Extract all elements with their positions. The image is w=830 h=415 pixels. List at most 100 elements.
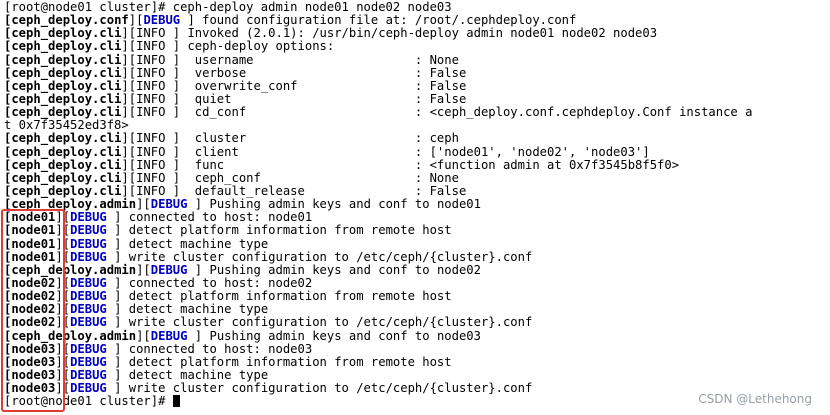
terminal-text-segment: ][ [55,367,71,382]
terminal-text-segment: ][ [121,39,137,54]
terminal-line: [node02][DEBUG ] detect machine type [4,303,830,316]
terminal-text-segment: [ [4,183,12,198]
terminal-text-segment: ] write cluster configuration to /etc/ce… [106,381,533,396]
terminal-line: [ceph_deploy.cli][INFO ] ceph-deploy opt… [4,40,830,53]
terminal-text-segment: ][ [121,52,137,67]
terminal-text-segment: ][ [121,157,137,172]
terminal-text-segment: DEBUG [70,275,107,290]
terminal-text-segment: ] Invoked (2.0.1): /usr/bin/ceph-deploy … [172,26,658,41]
terminal-text-segment: ][ [55,302,71,317]
terminal-text-segment: DEBUG [70,381,107,396]
terminal-text-segment: ] Pushing admin keys and conf to node02 [187,262,481,277]
terminal-text-segment: [ [4,157,12,172]
terminal-text-segment: [ [4,170,12,185]
terminal-text-segment: ceph_deploy.cli [11,39,122,54]
terminal-text-segment: ceph_deploy.cli [11,65,122,80]
terminal-line: [node01][DEBUG ] detect machine type [4,236,830,251]
terminal-text-segment: ] func : <function admin at 0x7f3545b8f5… [172,157,680,172]
terminal-text-segment: ] detect machine type [106,236,269,251]
terminal-text-segment: ceph_deploy.cli [11,157,122,172]
terminal-text-segment: ][ [55,289,71,304]
terminal-text-segment: ][ [121,105,137,120]
terminal-text-segment: ][ [55,354,71,369]
terminal-text-segment: ][ [55,381,71,396]
terminal-text-segment: node03 [11,381,56,396]
terminal-text-segment: [ [4,144,12,159]
terminal-text-segment: ceph_deploy.conf [11,13,129,28]
terminal-text-segment: [ [4,223,12,238]
terminal-text-segment: ] Pushing admin keys and conf to node01 [187,197,481,212]
terminal-line: [ceph_deploy.cli][INFO ] cluster : ceph [4,132,830,145]
terminal-text-segment: ][ [121,131,137,146]
terminal-text-segment: ceph_deploy.cli [11,91,122,106]
terminal-text-segment: ] detect platform information from remot… [106,289,452,304]
terminal-text-segment: DEBUG [70,249,107,264]
terminal-text-segment: ][ [136,197,151,212]
terminal-line: [node01][DEBUG ] write cluster configura… [4,249,830,264]
terminal-text-segment: ] connected to host: node01 [106,210,313,225]
terminal-text-segment: INFO [136,170,173,185]
terminal-line: [ceph_deploy.cli][INFO ] quiet : False [4,91,830,106]
terminal-text-segment: DEBUG [70,367,107,382]
terminal-text-segment: ] connected to host: node03 [106,341,313,356]
terminal-text-segment: ceph_deploy.cli [11,26,122,41]
watermark: CSDN @Lethehong [698,392,812,406]
terminal-text-segment: ][ [55,341,71,356]
terminal-text-segment: INFO [136,91,173,106]
terminal-line: [ceph_deploy.admin][DEBUG ] Pushing admi… [4,262,830,277]
terminal-text-segment: DEBUG [70,289,107,304]
terminal-text-segment: ] quiet : False [172,91,467,106]
terminal-text-segment: DEBUG [70,302,107,317]
terminal-text-segment: ] cd_conf : <ceph_deploy.conf.cephdeploy… [172,105,753,120]
terminal-line: [ceph_deploy.cli][INFO ] Invoked (2.0.1)… [4,27,830,40]
terminal-text-segment: node01 [11,210,56,225]
terminal-text-segment: ceph_deploy.cli [11,105,122,120]
terminal-line: [node02][DEBUG ] write cluster configura… [4,316,830,329]
terminal-text-segment: ][ [121,91,137,106]
terminal-text-segment: [ [4,315,12,330]
terminal-text-segment: ][ [128,13,144,28]
terminal-text-segment: ] ceph_conf : None [172,170,459,185]
terminal-text-segment: ceph_deploy.cli [11,52,122,67]
terminal-text-segment: node02 [11,289,56,304]
terminal-text-segment: ] detect platform information from remot… [106,354,452,369]
terminal-text-segment: ] cluster : ceph [172,131,459,146]
terminal-text-segment: ] detect machine type [106,367,269,382]
terminal-line: [node03][DEBUG ] write cluster configura… [4,382,830,395]
terminal-text-segment: ][ [136,328,151,343]
terminal-text-segment: ][ [121,78,137,93]
terminal-text-segment: ][ [55,315,71,330]
terminal-text-segment: INFO [136,144,173,159]
terminal-text-segment: [ [4,302,12,317]
terminal-text-segment: ] found configuration file at: /root/.ce… [180,13,577,28]
terminal-text-segment: [ [4,381,12,396]
terminal-text-segment: ][ [121,144,137,159]
terminal-text-segment: node02 [11,315,56,330]
terminal-text-segment: DEBUG [70,354,107,369]
terminal-text-segment: DEBUG [70,341,107,356]
terminal-text-segment: ][ [121,170,137,185]
terminal-line: [ceph_deploy.cli][INFO ] verbose : False [4,65,830,80]
terminal-line: [root@node01 cluster]# [4,395,830,408]
terminal-line: [node02][DEBUG ] connected to host: node… [4,275,830,290]
terminal-line: [ceph_deploy.cli][INFO ] func : <functio… [4,157,830,172]
terminal-text-segment: ][ [55,236,71,251]
terminal-text-segment: [ [4,39,12,54]
terminal-line: [node01][DEBUG ] detect platform informa… [4,224,830,237]
terminal-text-segment: ][ [55,223,71,238]
terminal-text-segment: ] detect platform information from remot… [106,223,452,238]
terminal-text-segment: [ [4,52,12,67]
terminal-line: [ceph_deploy.cli][INFO ] default_release… [4,183,830,198]
terminal-text-segment: ] client : ['node01', 'node02', 'node03'… [172,144,650,159]
terminal-text-segment: INFO [136,157,173,172]
terminal-line: [node02][DEBUG ] detect platform informa… [4,290,830,303]
terminal-text-segment: DEBUG [70,315,107,330]
terminal-text-segment: DEBUG [150,262,188,277]
terminal-text-segment: ][ [55,249,71,264]
terminal-text-segment: [root@node01 cluster]# ceph-deploy admin… [4,0,452,14]
terminal-text-segment: ] default_release : False [172,183,467,198]
terminal-text-segment: INFO [136,26,173,41]
terminal-text-segment: DEBUG [70,210,107,225]
terminal-text-segment: node02 [11,275,56,290]
